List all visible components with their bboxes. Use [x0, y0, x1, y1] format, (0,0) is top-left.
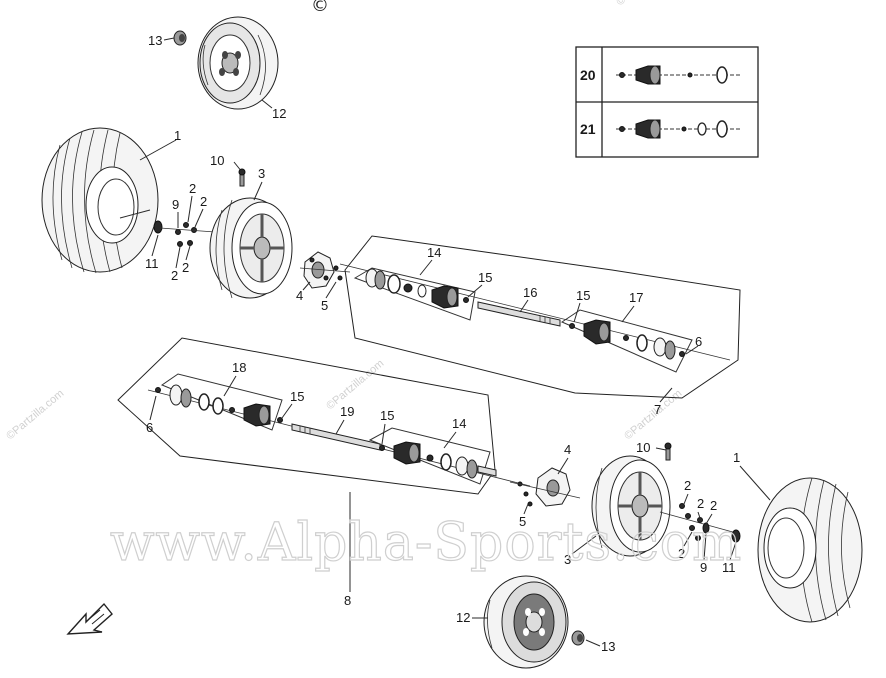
- callout-7: 7: [654, 402, 661, 417]
- legend-box: 20 21: [575, 46, 759, 158]
- rim-bottom: [483, 575, 569, 669]
- callout-12-bottom: 12: [456, 610, 470, 625]
- legend-row-21-parts: [616, 119, 740, 139]
- legend-label-21: 21: [580, 121, 596, 137]
- callout-2-right-a: 2: [684, 478, 691, 493]
- callout-1-left: 1: [174, 128, 181, 143]
- callout-2-right-c: 2: [710, 498, 717, 513]
- callout-11-right: 11: [722, 560, 736, 575]
- callout-9-right: 9: [700, 560, 707, 575]
- axle-group-outline-lower: [117, 337, 496, 495]
- callout-2-left-b: 2: [200, 194, 207, 209]
- callout-1-right: 1: [733, 450, 740, 465]
- partzilla-watermark: ©Partzilla.com: [4, 387, 66, 442]
- legend-label-20: 20: [580, 67, 596, 83]
- callout-3-right: 3: [564, 552, 571, 567]
- lug-nut-bottom: [571, 630, 585, 646]
- copyright-mark: ©: [311, 0, 329, 16]
- cv-joint-lower-left: [155, 373, 283, 431]
- callout-2-left-d: 2: [182, 260, 189, 275]
- tire-right: [757, 477, 863, 623]
- callout-11-left: 11: [145, 256, 159, 271]
- callout-4-left: 4: [296, 288, 303, 303]
- hub-flange-right: [509, 467, 581, 507]
- rim-right: [591, 455, 671, 557]
- callout-8: 8: [344, 593, 351, 608]
- callout-6-lower: 6: [146, 420, 153, 435]
- callout-17: 17: [629, 290, 643, 305]
- axle-group-outline-upper: [344, 235, 741, 399]
- cv-joint-upper-left: [353, 267, 476, 321]
- partzilla-watermark: ©Partzilla.com: [324, 357, 386, 412]
- callout-2-left-c: 2: [171, 268, 178, 283]
- tire-left: [41, 127, 159, 274]
- hub-hardware-left: [153, 220, 216, 247]
- callout-18: 18: [232, 360, 246, 375]
- callout-19: 19: [340, 404, 354, 419]
- callout-15-upper-b: 15: [576, 288, 590, 303]
- callout-10-right: 10: [636, 440, 650, 455]
- hub-flange-left: [299, 251, 351, 289]
- callout-14-upper: 14: [427, 245, 441, 260]
- lug-nut-top: [173, 30, 187, 46]
- callout-13-bottom: 13: [601, 639, 615, 654]
- callout-9-left: 9: [172, 197, 179, 212]
- axle-shaft-lower: [291, 423, 381, 451]
- callout-2-right-b: 2: [697, 496, 704, 511]
- callout-6-upper: 6: [695, 334, 702, 349]
- valve-stem-left: [233, 161, 246, 187]
- alpha-sports-watermark: www.Alpha-Sports.com: [110, 513, 742, 573]
- callout-13-top: 13: [148, 33, 162, 48]
- axle-shaft-upper: [477, 301, 561, 327]
- partzilla-watermark: ©Partzilla.com: [614, 0, 676, 8]
- valve-stem-right: [655, 442, 672, 461]
- callout-2-left-a: 2: [189, 181, 196, 196]
- callout-12-top: 12: [272, 106, 286, 121]
- callout-16: 16: [523, 285, 537, 300]
- callout-10-left: 10: [210, 153, 224, 168]
- callout-3-left: 3: [258, 166, 265, 181]
- callout-5-left: 5: [321, 298, 328, 313]
- callout-14-lower: 14: [452, 416, 466, 431]
- rim-top: [197, 16, 279, 110]
- callout-15-upper-a: 15: [478, 270, 492, 285]
- callout-2-right-d: 2: [678, 546, 685, 561]
- cv-joint-lower-right: [368, 427, 497, 485]
- callout-5-right: 5: [519, 514, 526, 529]
- cv-joint-upper-right: [560, 309, 693, 373]
- callout-15-lower-b: 15: [380, 408, 394, 423]
- rim-left: [209, 197, 293, 299]
- callout-15-lower-a: 15: [290, 389, 304, 404]
- callout-4-right: 4: [564, 442, 571, 457]
- legend-row-20-parts: [616, 65, 740, 85]
- front-direction-arrow-icon: [66, 602, 113, 635]
